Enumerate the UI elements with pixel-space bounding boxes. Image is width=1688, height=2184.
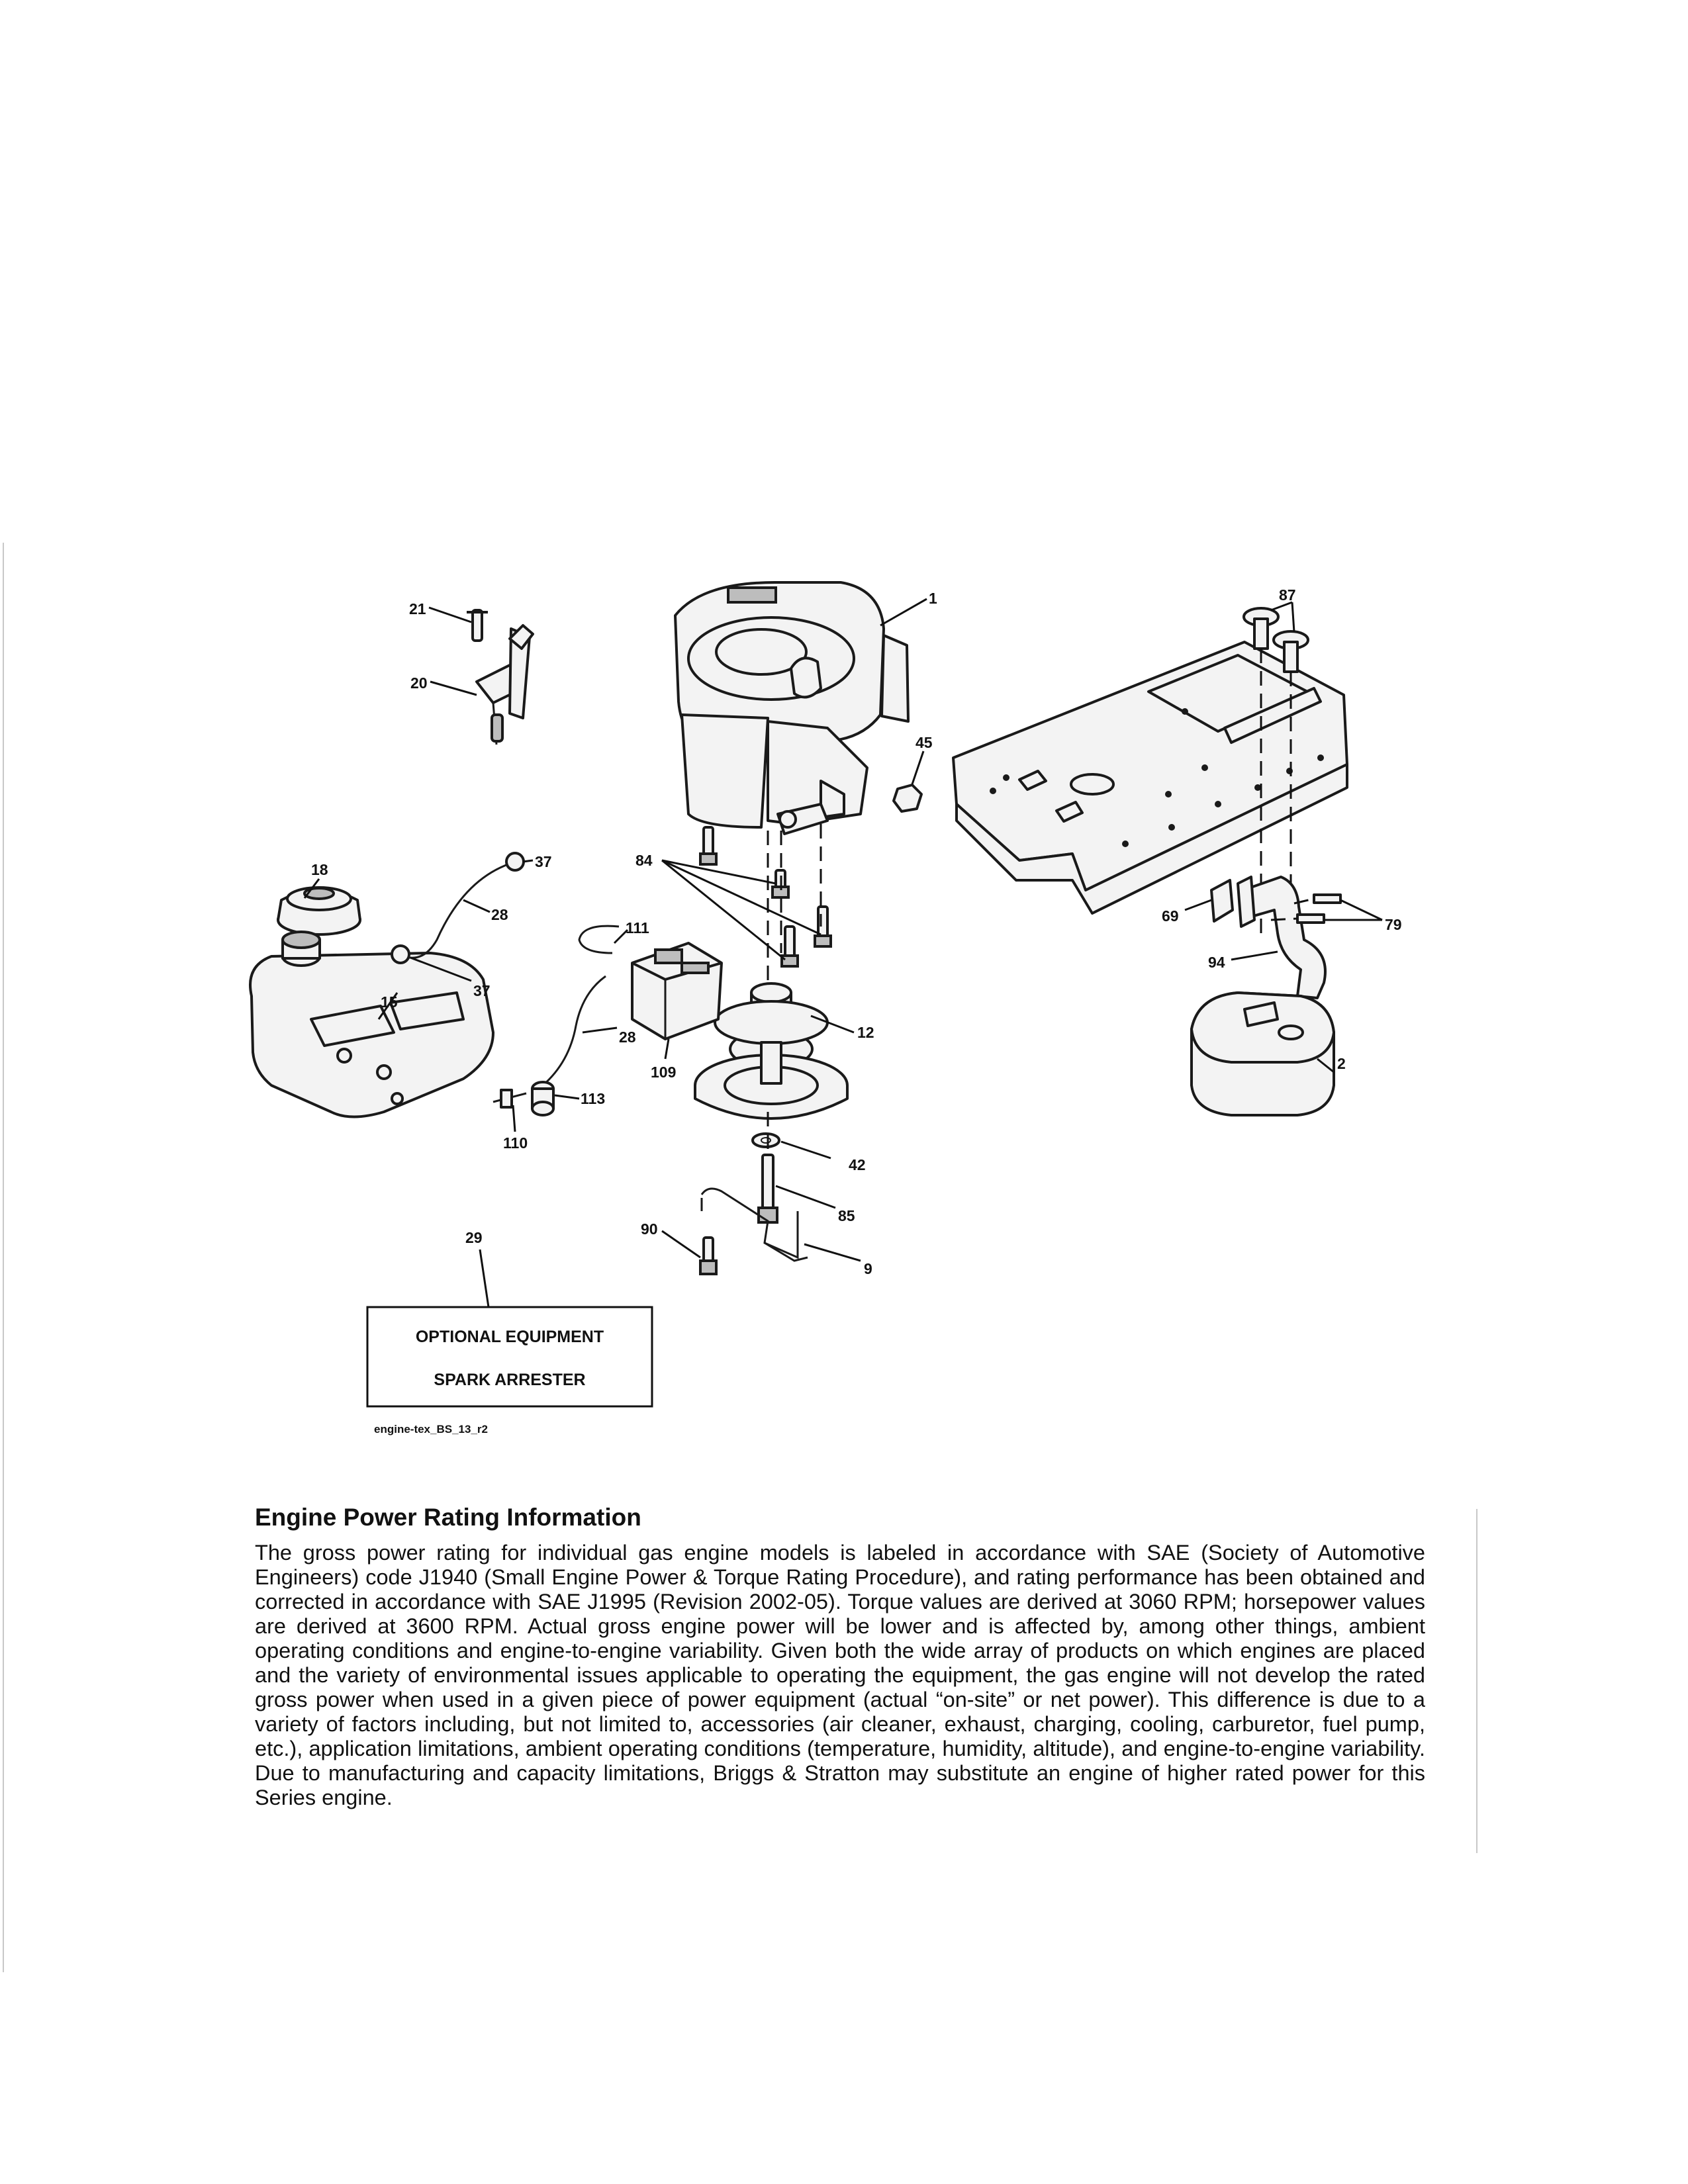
nut-45-part bbox=[892, 784, 923, 813]
leader-94 bbox=[1231, 950, 1278, 961]
leader-79a bbox=[1340, 899, 1383, 921]
callout-21: 21 bbox=[409, 600, 426, 617]
leader-84b bbox=[661, 859, 786, 961]
hose-111-part bbox=[578, 925, 620, 954]
callout-113: 113 bbox=[581, 1090, 605, 1107]
callout-29: 29 bbox=[465, 1229, 483, 1246]
screws-79-part bbox=[1296, 893, 1342, 924]
callout-18: 18 bbox=[311, 861, 328, 878]
leader-15 bbox=[377, 992, 399, 1020]
bolt-85-part bbox=[761, 1154, 774, 1216]
filter-113-part bbox=[531, 1081, 555, 1116]
leader-110 bbox=[512, 1105, 516, 1132]
rating-title: Engine Power Rating Information bbox=[255, 1504, 641, 1531]
leader-37b bbox=[410, 956, 472, 982]
leader-87b bbox=[1291, 602, 1295, 633]
leader-28a bbox=[463, 899, 491, 913]
callout-28a: 28 bbox=[491, 906, 508, 923]
leader-109 bbox=[664, 1038, 670, 1060]
leader-9 bbox=[804, 1243, 861, 1262]
callout-37b: 37 bbox=[473, 982, 491, 999]
scan-edge-right bbox=[1476, 1509, 1477, 1853]
leader-18 bbox=[303, 878, 320, 899]
leader-85 bbox=[775, 1185, 836, 1209]
callout-90: 90 bbox=[641, 1220, 658, 1238]
optional-box-line1: OPTIONAL EQUIPMENT bbox=[416, 1328, 604, 1346]
throttle-control-part bbox=[467, 609, 534, 745]
leader-84 bbox=[661, 859, 776, 885]
leader-69 bbox=[1184, 899, 1212, 911]
callout-1: 1 bbox=[929, 590, 937, 607]
leader-84c bbox=[661, 859, 821, 936]
callout-111: 111 bbox=[626, 919, 649, 936]
fuel-hose-28-part bbox=[391, 852, 606, 1087]
optional-equipment-box bbox=[366, 1306, 653, 1408]
callout-15: 15 bbox=[381, 993, 398, 1011]
callout-110: 110 bbox=[503, 1134, 528, 1152]
callout-84: 84 bbox=[635, 852, 653, 869]
callout-87: 87 bbox=[1279, 586, 1296, 604]
leader-1 bbox=[880, 598, 927, 627]
leader-45 bbox=[911, 751, 925, 785]
leader-21 bbox=[428, 606, 472, 623]
exhaust-pipe-94-part bbox=[1237, 876, 1327, 999]
leader-12 bbox=[810, 1015, 855, 1034]
fuel-tank-15-part bbox=[249, 931, 494, 1118]
bracket-9-part bbox=[699, 1187, 808, 1275]
leader-87a bbox=[1270, 601, 1293, 612]
drawing-code: engine-tex_BS_13_r2 bbox=[374, 1423, 488, 1435]
chassis-plate-part bbox=[952, 641, 1348, 915]
knobs-87-part bbox=[1243, 607, 1309, 673]
callout-12: 12 bbox=[857, 1024, 874, 1041]
fuel-cap-18-part bbox=[277, 886, 361, 936]
leader-111 bbox=[613, 929, 629, 944]
pin-110-part bbox=[492, 1089, 527, 1109]
leader-2 bbox=[1317, 1058, 1335, 1073]
rating-body: The gross power rating for individual ga… bbox=[255, 1541, 1425, 1809]
leader-113 bbox=[554, 1094, 580, 1100]
leader-37a bbox=[522, 859, 534, 863]
module-109-part bbox=[631, 942, 723, 1040]
callout-45: 45 bbox=[915, 734, 933, 751]
callout-28b: 28 bbox=[619, 1028, 636, 1046]
callout-2: 2 bbox=[1337, 1055, 1346, 1072]
leader-20 bbox=[430, 680, 477, 696]
scan-edge-left bbox=[3, 543, 4, 1972]
callout-69: 69 bbox=[1162, 907, 1179, 925]
callout-20: 20 bbox=[410, 674, 428, 692]
callout-37a: 37 bbox=[535, 853, 552, 870]
callout-85: 85 bbox=[838, 1207, 855, 1224]
leader-90 bbox=[661, 1230, 701, 1259]
callout-109: 109 bbox=[651, 1064, 676, 1081]
callout-9: 9 bbox=[864, 1260, 872, 1277]
leader-42 bbox=[780, 1140, 831, 1160]
bolts-84-part bbox=[699, 826, 832, 968]
leader-29 bbox=[479, 1249, 490, 1308]
muffler-2-part bbox=[1190, 991, 1335, 1116]
gasket-69-part bbox=[1210, 879, 1234, 923]
leader-28b bbox=[582, 1026, 618, 1034]
callout-42: 42 bbox=[849, 1156, 866, 1173]
optional-box-line2: SPARK ARRESTER bbox=[434, 1371, 585, 1389]
engine-part bbox=[674, 581, 910, 835]
callout-79: 79 bbox=[1385, 916, 1402, 933]
callout-94: 94 bbox=[1208, 954, 1225, 971]
